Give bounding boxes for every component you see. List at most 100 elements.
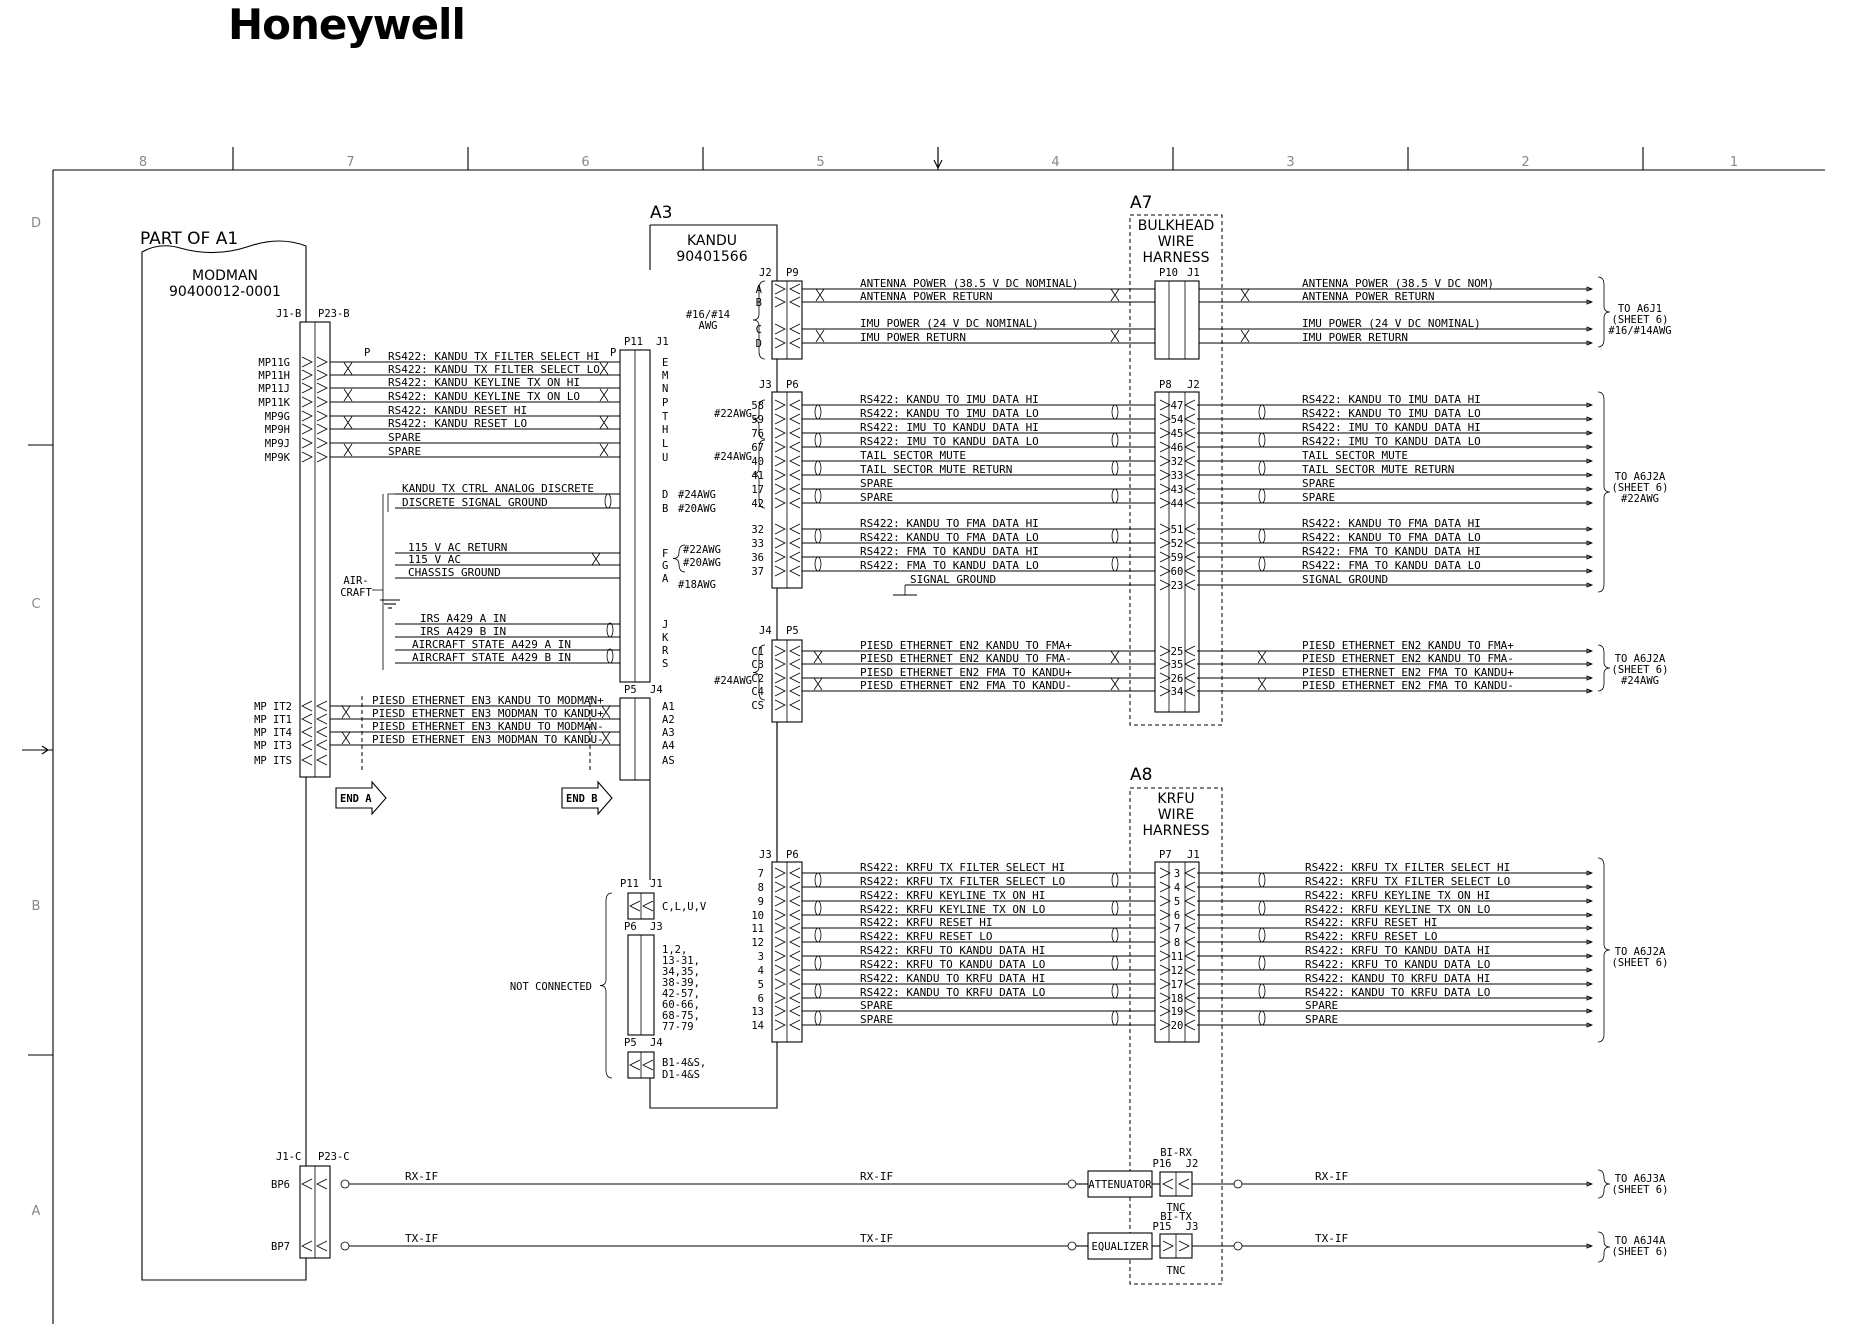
- j3-pin: 37: [751, 566, 764, 578]
- pin-chevron: [774, 964, 786, 976]
- p8-pin: 60: [1171, 566, 1184, 578]
- modman-signal: RS422: KANDU RESET HI: [388, 404, 527, 417]
- p8-pin: 44: [1171, 498, 1184, 510]
- shield-mark: [1258, 872, 1266, 888]
- to-a6j2a: (SHEET 6): [1612, 482, 1669, 494]
- modman-signal: RS422: KANDU KEYLINE TX ON LO: [388, 390, 580, 403]
- pin-chevron: [1184, 551, 1196, 563]
- nc-j3: J3: [650, 921, 663, 933]
- nc-p11-pins: C,L,U,V: [662, 901, 707, 913]
- p15-label: P15: [1153, 1221, 1172, 1233]
- pin-chevron: [1159, 936, 1171, 948]
- krfu-pin: 8: [758, 882, 764, 894]
- arrow-head: [1586, 898, 1594, 904]
- j1-pin: E: [662, 357, 668, 369]
- j3-pin: 67: [751, 442, 764, 454]
- shield-mark: [1258, 927, 1266, 943]
- krfu-pin-r: 20: [1171, 1020, 1184, 1032]
- arrow-head: [1586, 554, 1594, 560]
- pin-chevron: [774, 399, 786, 411]
- pin-chevron: [316, 396, 328, 408]
- krfu-signal-r: RS422: KANDU TO KRFU DATA LO: [1305, 986, 1490, 999]
- j1-pin: A: [662, 573, 669, 585]
- arrow-head: [1586, 582, 1594, 588]
- arrow-head: [1586, 430, 1594, 436]
- it-pin: MP IT2: [254, 701, 292, 713]
- power-signal: IMU POWER RETURN: [860, 331, 966, 344]
- coax-mark: [1067, 1179, 1077, 1189]
- krfu-signal: RS422: KRFU RESET HI: [860, 916, 992, 929]
- shield-mark: [1258, 488, 1266, 504]
- shield-mark: [814, 1010, 822, 1026]
- shield-mark: [606, 648, 614, 664]
- pin-chevron: [1184, 579, 1196, 591]
- power-signal-r: ANTENNA POWER RETURN: [1302, 290, 1434, 303]
- to-a6j1: (SHEET 6): [1612, 314, 1669, 326]
- pin-chevron: [1184, 483, 1196, 495]
- pin-chevron: [789, 323, 801, 335]
- fma-signal-r: RS422: FMA TO KANDU DATA LO: [1302, 559, 1481, 572]
- pin-chevron: [301, 726, 313, 738]
- arrow-head: [1586, 939, 1594, 945]
- nc-p6-pin: 13-31,: [662, 955, 700, 967]
- nc-p6: P6: [624, 921, 637, 933]
- end-b-arrow-label: END B: [566, 793, 598, 805]
- en3-signal: PIESD ETHERNET EN3 KANDU TO MODMAN-: [372, 720, 604, 733]
- en2-signal-r: PIESD ETHERNET EN2 FMA TO KANDU+: [1302, 666, 1514, 679]
- pin-chevron: [774, 936, 786, 948]
- nc-p6-pin: 68-75,: [662, 1010, 700, 1022]
- j2-label-r: J2: [1187, 379, 1200, 391]
- pin-chevron: [789, 699, 801, 711]
- a8-ref: A8: [1130, 765, 1152, 785]
- arrow-head: [1586, 540, 1594, 546]
- power-awg: #16/#14: [686, 309, 730, 321]
- arrow-head: [1586, 912, 1594, 918]
- zone-number: 3: [1286, 155, 1294, 170]
- shield-mark: [1111, 432, 1119, 448]
- pin-chevron: [1162, 1178, 1174, 1190]
- nc-p6-pin: 38-39,: [662, 977, 700, 989]
- center-arrow: [933, 147, 943, 170]
- brace: [1597, 857, 1611, 1043]
- pin-chevron: [774, 323, 786, 335]
- nc-p5-pin: B1-4&S,: [662, 1057, 706, 1069]
- pin-chevron: [789, 565, 801, 577]
- fma-signal-r: SIGNAL GROUND: [1302, 573, 1388, 586]
- awg-label: #24AWG: [714, 675, 752, 687]
- pin-chevron: [789, 909, 801, 921]
- fma-signal-r: RS422: FMA TO KANDU DATA HI: [1302, 545, 1481, 558]
- rx-label: RX-IF: [405, 1170, 438, 1183]
- power-signal: ANTENNA POWER RETURN: [860, 290, 992, 303]
- zone-number: 8: [139, 155, 147, 170]
- pol-mark: P: [364, 347, 370, 359]
- krfu-pin-r: 3: [1174, 868, 1180, 880]
- arrow-head: [1586, 661, 1594, 667]
- pin-chevron: [316, 1240, 328, 1252]
- a7-ref: A7: [1130, 193, 1152, 213]
- twist-mark: [599, 388, 609, 402]
- pin-chevron: [1159, 497, 1171, 509]
- coax-mark: [1233, 1179, 1243, 1189]
- krfu-signal: RS422: KANDU TO KRFU DATA LO: [860, 986, 1045, 999]
- shield-mark: [1111, 927, 1119, 943]
- shield-mark: [814, 404, 822, 420]
- a8-j1-label: J1: [1187, 849, 1200, 861]
- nc-j1: J1: [650, 878, 663, 890]
- pin-chevron: [1159, 469, 1171, 481]
- mp-pin: MP9K: [265, 452, 291, 464]
- krfu-signal: RS422: KRFU TO KANDU DATA LO: [860, 958, 1045, 971]
- j4-pin: C2: [751, 673, 764, 685]
- krfu-pin-r: 8: [1174, 937, 1180, 949]
- fma-signal-r: RS422: KANDU TO FMA DATA HI: [1302, 517, 1481, 530]
- pin-chevron: [316, 713, 328, 725]
- en2-pin: 35: [1171, 659, 1184, 671]
- fma-signal: RS422: FMA TO KANDU DATA LO: [860, 559, 1039, 572]
- pin-chevron: [774, 950, 786, 962]
- twist-mark: [343, 362, 353, 375]
- pin-chevron: [301, 356, 313, 368]
- pin-chevron: [774, 699, 786, 711]
- pin-chevron: [774, 427, 786, 439]
- pin-chevron: [789, 523, 801, 535]
- pin-chevron: [1159, 441, 1171, 453]
- twist-mark: [343, 416, 353, 429]
